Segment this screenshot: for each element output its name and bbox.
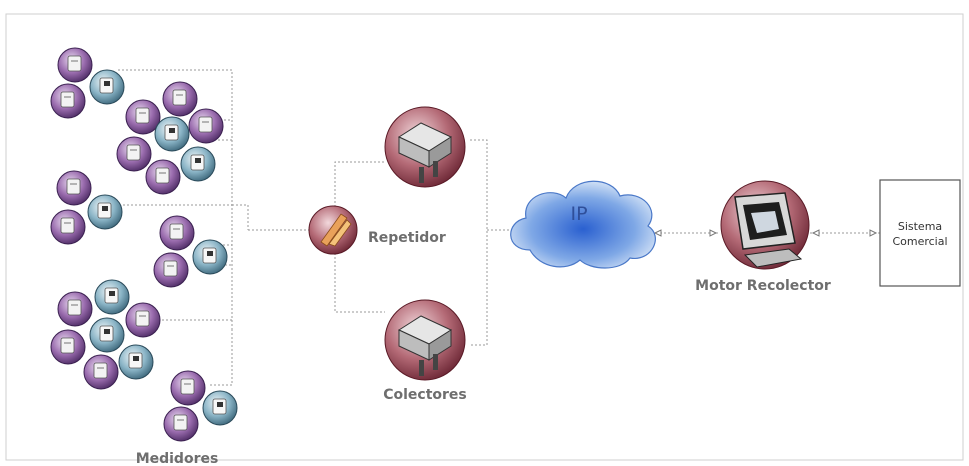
connector-lines [115, 69, 880, 386]
meter-icon [192, 239, 228, 275]
meter-icon [89, 69, 125, 105]
meter-icon [116, 136, 152, 172]
meter-icon [56, 170, 92, 206]
meter-icon [118, 344, 154, 380]
repetidor-label: Repetidor [368, 230, 446, 246]
meter-icon [145, 159, 181, 195]
meter-cluster [50, 47, 238, 442]
repeater-icon [308, 205, 358, 255]
colectores-label: Colectores [383, 387, 467, 403]
meter-icon [125, 302, 161, 338]
meter-icon [154, 116, 190, 152]
meter-icon [57, 47, 93, 83]
sistema-comercial-box [879, 179, 961, 287]
diagram-frame [5, 13, 964, 461]
meter-icon [202, 390, 238, 426]
sistema-comercial-label-line2: Comercial [892, 235, 947, 248]
motor-recolector-label: Motor Recolector [695, 278, 831, 294]
meter-icon [94, 279, 130, 315]
meter-icon [87, 194, 123, 230]
meter-icon [125, 99, 161, 135]
meter-icon [50, 83, 86, 119]
meter-icon [159, 215, 195, 251]
sistema-comercial-label-line1: Sistema [898, 220, 942, 233]
collector-icon [384, 299, 466, 381]
arrow-heads [653, 229, 878, 237]
meter-icon [162, 81, 198, 117]
meter-icon [163, 406, 199, 442]
meter-icon [83, 354, 119, 390]
ip-label: IP [570, 203, 587, 225]
computer-icon [720, 180, 810, 270]
meter-icon [89, 317, 125, 353]
meter-icon [153, 252, 189, 288]
meter-icon [50, 329, 86, 365]
meter-icon [50, 209, 86, 245]
collector-icon [384, 106, 466, 188]
meter-icon [180, 146, 216, 182]
cloud-icon [510, 180, 656, 269]
meter-icon [170, 370, 206, 406]
meter-icon [188, 108, 224, 144]
meter-icon [57, 291, 93, 327]
medidores-label: Medidores [136, 451, 219, 466]
